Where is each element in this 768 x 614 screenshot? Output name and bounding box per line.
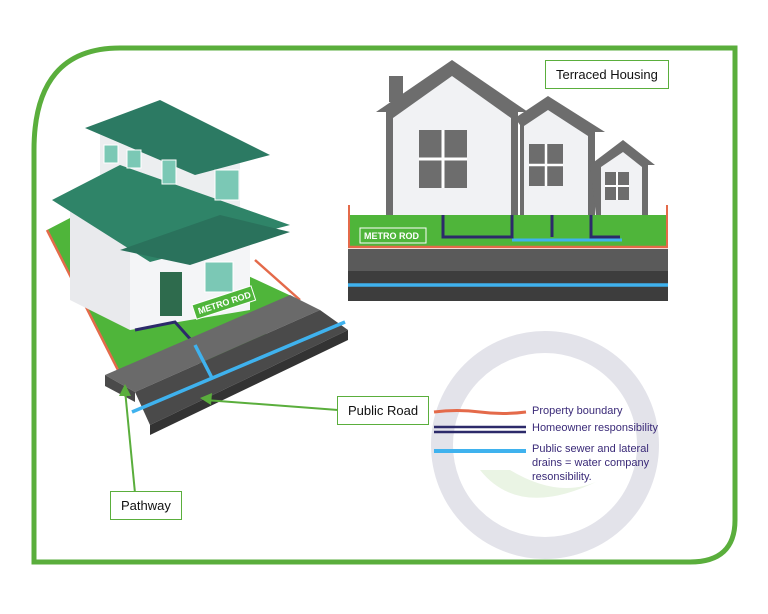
legend-item-public-sewer: Public sewer and lateral drains = water … (432, 442, 692, 486)
legend-item-property-boundary: Property boundary (432, 404, 692, 422)
terrace-road-top (348, 249, 668, 271)
legend: Property boundary Homeowner responsibili… (432, 404, 692, 486)
upper-roof (85, 100, 270, 175)
porch-roof (120, 215, 290, 265)
window (126, 149, 142, 169)
road-side (150, 330, 348, 435)
legend-swatch-property-boundary (433, 409, 527, 415)
pathway-pointer-head (119, 384, 131, 396)
legend-label: Homeowner responsibility (532, 422, 658, 434)
public-road-pointer (204, 399, 339, 411)
watermark-ring (431, 331, 659, 559)
window (161, 159, 177, 185)
public-road-pointer-head (200, 393, 212, 405)
pathway-pointer (124, 389, 136, 494)
window (204, 261, 234, 293)
property-boundary-right (254, 259, 301, 301)
detached-house-illustration: METRO ROD (45, 100, 348, 435)
homeowner-drain (589, 215, 620, 239)
window (103, 144, 119, 164)
pathway-slab (105, 295, 320, 392)
legend-label: Public sewer and lateral drains = water … (532, 443, 650, 483)
svg-text:METRO ROD: METRO ROD (364, 231, 419, 241)
public-sewer (131, 320, 346, 414)
door (160, 272, 182, 316)
public-road-label: Public Road (337, 396, 430, 425)
watermark-leaf (480, 470, 600, 498)
homeowner-drain (441, 215, 514, 239)
legend-label: Property boundary (532, 405, 623, 417)
terraced-housing-label: Terraced Housing (545, 60, 669, 89)
terraced-housing-illustration: METRO ROD (348, 60, 668, 301)
legend-item-homeowner: Homeowner responsibility (432, 421, 692, 439)
chimney (389, 76, 403, 102)
metro-rod-logo: METRO ROD (359, 227, 427, 244)
pathway-label: Pathway (110, 491, 182, 520)
window (214, 169, 240, 201)
frame-border (31, 45, 738, 565)
lateral-drain (193, 344, 214, 379)
